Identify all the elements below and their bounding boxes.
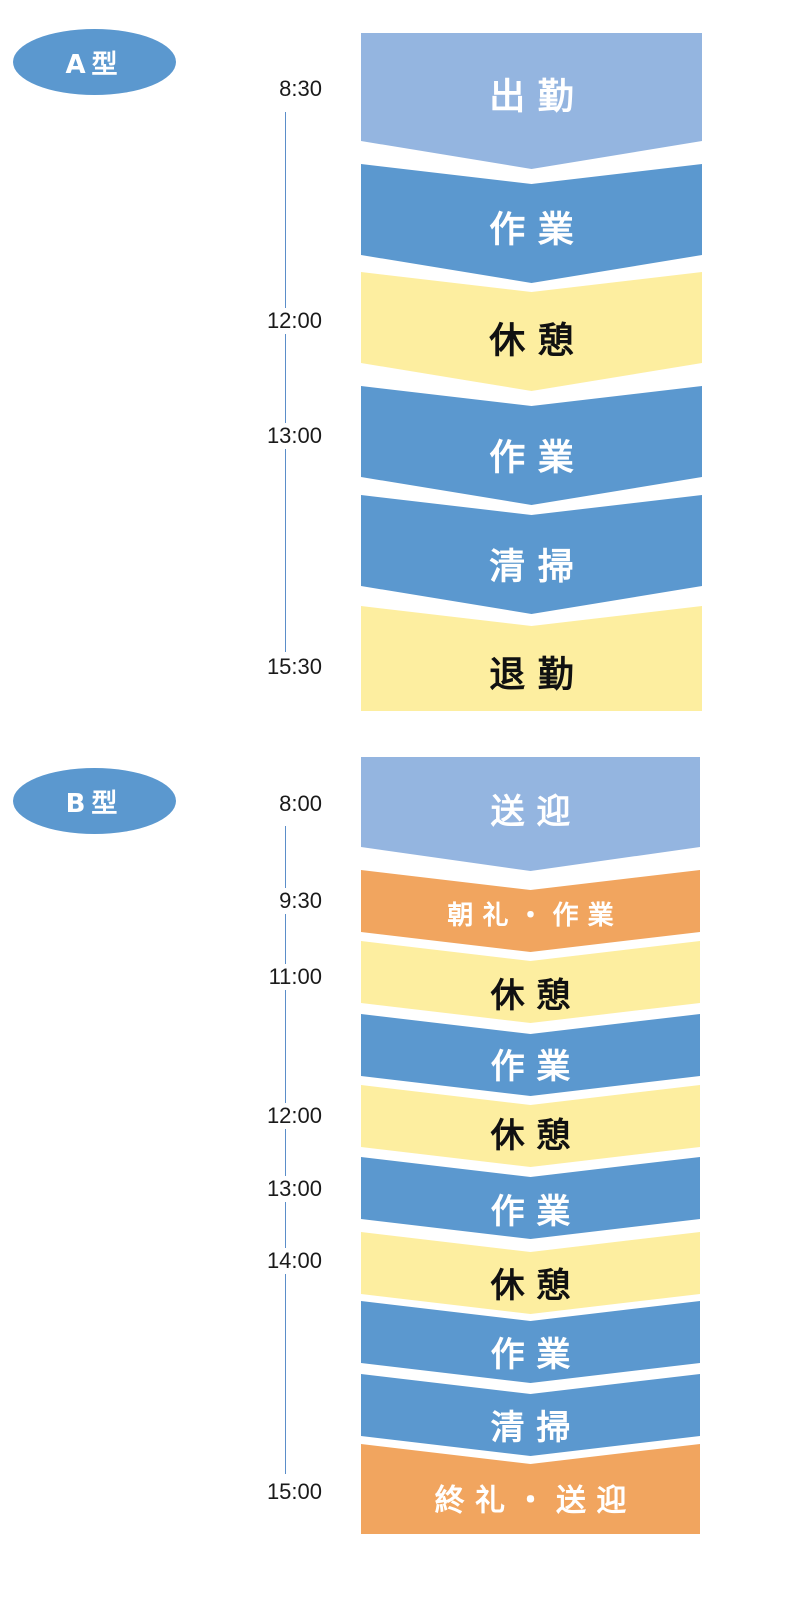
step-label-b-2: 朝 礼 ・ 作 業 — [447, 900, 613, 931]
badge-a-type: A型 — [13, 29, 176, 95]
step-label-b-4: 作 業 — [491, 1047, 571, 1087]
step-shape-b-8 — [361, 1301, 700, 1383]
step-shape-b-7 — [361, 1232, 700, 1314]
time-a-1530: 15:30 — [266, 654, 322, 680]
step-shape-b-6 — [361, 1157, 700, 1239]
time-a-0830: 8:30 — [279, 76, 322, 102]
time-b-0800: 8:00 — [279, 791, 322, 817]
step-shape-a-6 — [361, 606, 702, 711]
step-shape-b-10 — [361, 1444, 700, 1534]
step-label-b-6: 作 業 — [491, 1192, 571, 1232]
step-shape-b-4 — [361, 1014, 700, 1096]
time-a-1200: 12:00 — [266, 308, 322, 334]
time-b-1400: 14:00 — [266, 1248, 322, 1274]
time-b-0930: 9:30 — [279, 888, 322, 914]
step-shape-a-2 — [361, 164, 702, 283]
step-label-b-5: 休 憩 — [490, 1116, 571, 1156]
step-shape-b-1 — [361, 757, 700, 871]
step-label-b-1: 送 迎 — [491, 792, 571, 832]
timeline-line-a — [285, 112, 286, 652]
step-label-a-5: 清 掃 — [489, 547, 574, 588]
step-shape-a-4 — [361, 386, 702, 505]
time-b-1500: 15:00 — [266, 1479, 322, 1505]
step-label-a-6: 退 勤 — [489, 655, 574, 696]
time-b-1100: 11:00 — [268, 964, 322, 990]
step-label-a-3: 休 憩 — [488, 321, 574, 362]
step-shape-b-3 — [361, 941, 700, 1023]
timeline-line-b — [285, 826, 286, 1474]
step-label-a-1: 出 勤 — [489, 77, 574, 118]
step-label-b-8: 作 業 — [491, 1335, 571, 1375]
step-shape-b-2 — [361, 870, 700, 952]
step-shape-a-3 — [361, 272, 702, 391]
step-shape-a-1 — [361, 33, 702, 169]
step-shape-a-5 — [361, 495, 702, 614]
step-shape-b-5 — [361, 1085, 700, 1167]
step-label-b-10: 終 礼 ・ 送 迎 — [435, 1484, 627, 1519]
step-label-a-4: 作 業 — [489, 438, 574, 479]
time-b-1300: 13:00 — [266, 1176, 322, 1202]
time-b-1200: 12:00 — [266, 1103, 322, 1129]
step-label-b-3: 休 憩 — [490, 976, 571, 1016]
step-shape-b-9 — [361, 1374, 700, 1456]
step-label-b-9: 清 掃 — [491, 1408, 571, 1448]
step-label-b-7: 休 憩 — [490, 1266, 571, 1306]
time-a-1300: 13:00 — [266, 423, 322, 449]
step-label-a-2: 作 業 — [489, 210, 574, 251]
badge-b-type: B型 — [13, 768, 176, 834]
